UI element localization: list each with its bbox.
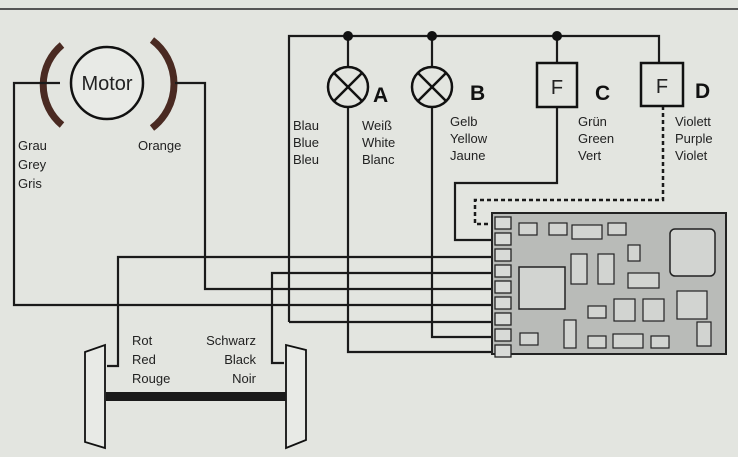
function-box-label: F	[551, 77, 563, 99]
wires	[12, 31, 665, 368]
function-d: F D	[639, 61, 710, 108]
lamp-b: B	[410, 65, 485, 109]
wire-orange	[175, 81, 495, 291]
wire-green	[453, 107, 559, 242]
junction-dot	[552, 31, 562, 41]
motor: Motor	[39, 37, 178, 131]
decoder-pad	[494, 232, 512, 246]
motor-brush-right	[149, 37, 178, 131]
decoder-pad	[494, 344, 512, 358]
wire-color-label: Vert	[578, 148, 602, 163]
junction-dot	[343, 31, 353, 41]
chip	[669, 228, 716, 277]
wire-color-label: Blau	[293, 118, 319, 133]
wire-color-label: Orange	[138, 138, 181, 153]
wire-color-label: Grau	[18, 138, 47, 153]
wire-color-label: Yellow	[450, 131, 488, 146]
decoder-pad	[494, 280, 512, 294]
wire-color-label: Violett	[675, 114, 711, 129]
decoder-pad	[494, 312, 512, 326]
wire-color-label: Noir	[232, 371, 257, 386]
wire-color-label: Schwarz	[206, 333, 256, 348]
wheel-left	[84, 343, 106, 450]
output-letter-b: B	[470, 82, 485, 105]
wire-color-label: Green	[578, 131, 614, 146]
wire-color-label: Grün	[578, 114, 607, 129]
wire-color-label: Blanc	[362, 152, 395, 167]
motor-brush-left	[39, 42, 65, 128]
wire-color-label: Rot	[132, 333, 153, 348]
decoder-pad	[494, 264, 512, 278]
wire-color-label: Bleu	[293, 152, 319, 167]
wire-red	[107, 255, 495, 368]
wire-color-label: Red	[132, 352, 156, 367]
wire-color-label: Black	[224, 352, 256, 367]
motor-label: Motor	[81, 73, 132, 95]
decoder-board	[491, 212, 727, 358]
wire-color-label: Rouge	[132, 371, 170, 386]
wire-color-label: Grey	[18, 157, 47, 172]
wire-grey	[12, 81, 495, 307]
axle	[106, 392, 286, 401]
wire-color-label: Blue	[293, 135, 319, 150]
wire-blue	[287, 34, 661, 322]
wire-labels: Grau Grey Gris Orange Blau Blue Bleu Wei…	[18, 114, 713, 386]
function-box-label: F	[656, 76, 668, 98]
decoder-pad	[494, 328, 512, 342]
wire-color-label: Purple	[675, 131, 713, 146]
decoder-pad	[494, 296, 512, 310]
wire-black	[270, 271, 495, 365]
lamp-a: A	[326, 65, 388, 109]
wire-violet	[473, 106, 665, 226]
wire-color-label: Gris	[18, 176, 42, 191]
output-letter-c: C	[595, 82, 610, 105]
junction-dot	[427, 31, 437, 41]
wheel-right	[285, 343, 307, 450]
decoder-pad	[494, 216, 512, 230]
wire-color-label: White	[362, 135, 395, 150]
function-c: F C	[535, 61, 610, 109]
decoder-pad	[494, 248, 512, 262]
wire-white	[346, 107, 495, 354]
wire-color-label: Violet	[675, 148, 708, 163]
chip	[518, 266, 566, 310]
wire-color-label: Jaune	[450, 148, 485, 163]
motor-circle	[69, 45, 145, 121]
wheelset	[84, 343, 307, 450]
wire-yellow	[430, 107, 495, 339]
wire-color-label: Gelb	[450, 114, 477, 129]
wire-color-label: Weiß	[362, 118, 392, 133]
output-letter-a: A	[373, 84, 388, 107]
output-letter-d: D	[695, 80, 710, 103]
